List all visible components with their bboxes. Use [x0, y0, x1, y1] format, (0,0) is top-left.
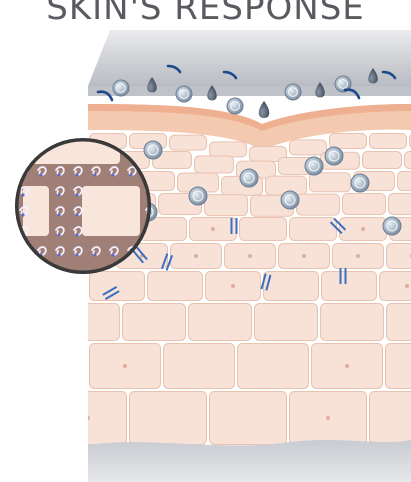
lipid-head — [75, 233, 78, 236]
lipid-head — [93, 253, 96, 256]
skin-cell — [170, 135, 207, 150]
skin-cell — [370, 392, 411, 445]
lipid-head — [75, 213, 78, 216]
molecule-icon — [325, 147, 343, 165]
skin-cell — [370, 134, 407, 149]
cell-nucleus — [356, 254, 360, 258]
skin-cell — [290, 140, 327, 155]
molecule-icon — [281, 191, 299, 209]
cell-nucleus — [248, 254, 252, 258]
skin-cell — [210, 142, 247, 157]
cell-nucleus — [123, 364, 127, 368]
lipid-head — [21, 213, 24, 216]
base-layer — [88, 440, 411, 482]
molecule-icon — [305, 157, 323, 175]
skin-cell — [290, 218, 337, 241]
skin-cell — [297, 194, 340, 215]
skin-cell — [90, 272, 145, 301]
skin-cell — [164, 344, 235, 389]
lipid-head — [21, 253, 24, 256]
lipid-head — [75, 173, 78, 176]
molecule-icon — [113, 80, 129, 96]
skin-cell — [148, 272, 203, 301]
skin-cell — [310, 173, 351, 192]
skin-cell — [130, 392, 207, 445]
molecule-icon — [189, 187, 207, 205]
lipid-head — [93, 173, 96, 176]
lipid-head — [129, 173, 132, 176]
lipid-head — [75, 253, 78, 256]
lipid-spiral — [20, 147, 28, 155]
skin-cell — [386, 344, 411, 389]
skin-cell — [321, 304, 384, 341]
skin-cell — [363, 152, 402, 169]
cell-nucleus — [302, 254, 306, 258]
molecule-icon — [227, 98, 243, 114]
skin-cell — [387, 304, 411, 341]
molecule-icon — [144, 141, 162, 159]
skin-cell — [330, 134, 367, 149]
molecule-icon — [176, 86, 192, 102]
skin-cell — [240, 218, 287, 241]
cell-nucleus — [231, 284, 235, 288]
skin-cell — [343, 194, 386, 215]
lipid-head — [57, 213, 60, 216]
cell-nucleus — [345, 364, 349, 368]
lipid-head — [57, 193, 60, 196]
lipid-head — [21, 153, 24, 156]
lipid-head — [111, 253, 114, 256]
skin-cell — [255, 304, 318, 341]
skin-cell — [405, 152, 411, 169]
skin-cell — [205, 195, 248, 216]
skin-cell — [264, 272, 319, 301]
skin-cell — [195, 156, 234, 173]
cell-nucleus — [194, 254, 198, 258]
skin-cell — [123, 304, 186, 341]
skin-cell — [387, 244, 411, 269]
skin-cell — [389, 194, 411, 215]
lipid-head — [39, 173, 42, 176]
cell-nucleus — [405, 284, 409, 288]
molecule-icon — [383, 217, 401, 235]
molecule-icon — [351, 174, 369, 192]
lipid-head — [75, 193, 78, 196]
skin-cell — [238, 344, 309, 389]
lipid-head — [57, 173, 60, 176]
surface-film — [88, 30, 411, 96]
cell-nucleus — [86, 416, 90, 420]
lipid-head — [111, 173, 114, 176]
skin-cell — [398, 172, 411, 191]
molecule-icon — [240, 169, 258, 187]
skin-cell — [57, 304, 120, 341]
skin-cell — [322, 272, 377, 301]
lipid-head — [21, 193, 24, 196]
lipid-spiral — [20, 247, 28, 255]
cell-nucleus — [211, 227, 215, 231]
cell-nucleus — [326, 416, 330, 420]
skin-cell — [189, 304, 252, 341]
skin-cell — [210, 392, 287, 445]
lipid-head — [57, 253, 60, 256]
water-drop-icon — [259, 101, 270, 118]
molecule-icon — [285, 84, 301, 100]
cell-nucleus — [361, 227, 365, 231]
lipid-head — [57, 233, 60, 236]
